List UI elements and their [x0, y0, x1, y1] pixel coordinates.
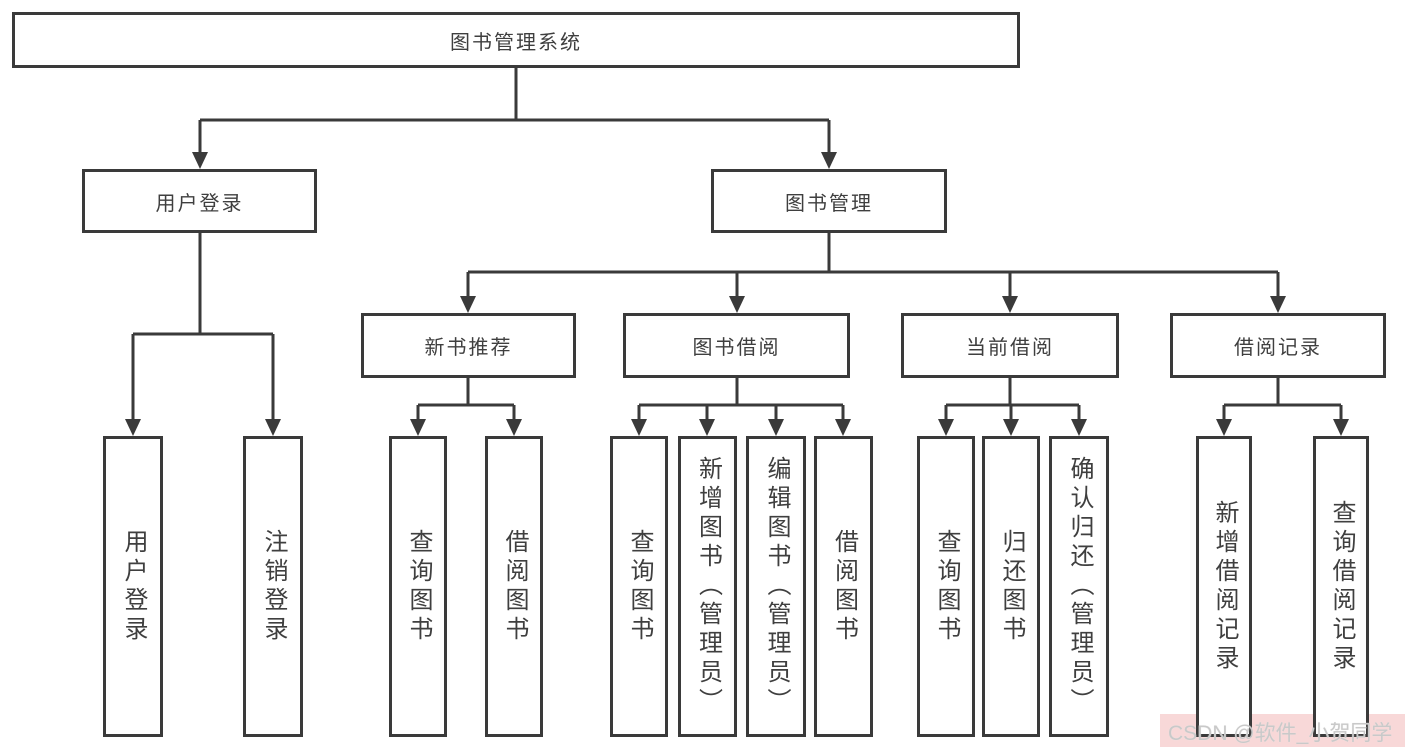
node-new-book-recommendation: 新书推荐	[361, 313, 576, 378]
node-label: 借阅图书	[830, 528, 858, 645]
leaf-add-books-admin: 新增图书（管理员）	[678, 436, 737, 737]
leaf-query-borrow-record: 查询借阅记录	[1313, 436, 1369, 737]
node-label: 新书推荐	[424, 337, 513, 359]
leaf-edit-books-admin: 编辑图书（管理员）	[746, 436, 806, 737]
node-label: 注销登录	[260, 528, 287, 645]
node-label: 图书管理系统	[450, 31, 582, 54]
node-label: 编辑图书（管理员）	[763, 456, 790, 717]
node-label: 借阅记录	[1234, 337, 1322, 359]
node-label: 用户登录	[155, 192, 244, 215]
node-label: 查询图书	[626, 528, 653, 645]
node-label: 查询图书	[933, 528, 960, 645]
leaf-add-borrow-record: 新增借阅记录	[1196, 436, 1252, 737]
arrowheads	[125, 152, 1349, 436]
node-label: 确认归还（管理员）	[1066, 456, 1093, 717]
leaf-borrow-books-recommend: 借阅图书	[485, 436, 543, 737]
node-label: 新增图书（管理员）	[694, 456, 722, 717]
node-label: 查询图书	[405, 528, 432, 645]
leaf-logout: 注销登录	[243, 436, 303, 737]
leaf-query-books-borrow: 查询图书	[610, 436, 668, 737]
leaf-query-books-recommend: 查询图书	[389, 436, 447, 737]
node-label: 当前借阅	[966, 337, 1054, 359]
node-current-borrowing: 当前借阅	[901, 313, 1119, 378]
node-label: 用户登录	[120, 528, 147, 645]
node-label: 图书借阅	[692, 337, 781, 359]
node-root-library-system: 图书管理系统	[12, 12, 1020, 68]
node-label: 借阅图书	[501, 528, 528, 645]
node-label: 查询借阅记录	[1328, 499, 1355, 674]
node-user-login-module: 用户登录	[82, 169, 317, 233]
leaf-query-books-current: 查询图书	[917, 436, 975, 737]
node-label: 归还图书	[998, 528, 1025, 645]
node-label: 新增借阅记录	[1211, 499, 1238, 674]
node-book-borrowing: 图书借阅	[623, 313, 850, 378]
leaf-return-books: 归还图书	[982, 436, 1040, 737]
node-book-management-module: 图书管理	[711, 169, 947, 233]
leaf-confirm-return-admin: 确认归还（管理员）	[1049, 436, 1109, 737]
node-borrowing-records: 借阅记录	[1170, 313, 1386, 378]
node-label: 图书管理	[785, 192, 873, 215]
watermark-text: CSDN @软件_小贺同学	[1168, 722, 1393, 745]
leaf-user-login: 用户登录	[103, 436, 163, 737]
leaf-borrow-books: 借阅图书	[814, 436, 873, 737]
